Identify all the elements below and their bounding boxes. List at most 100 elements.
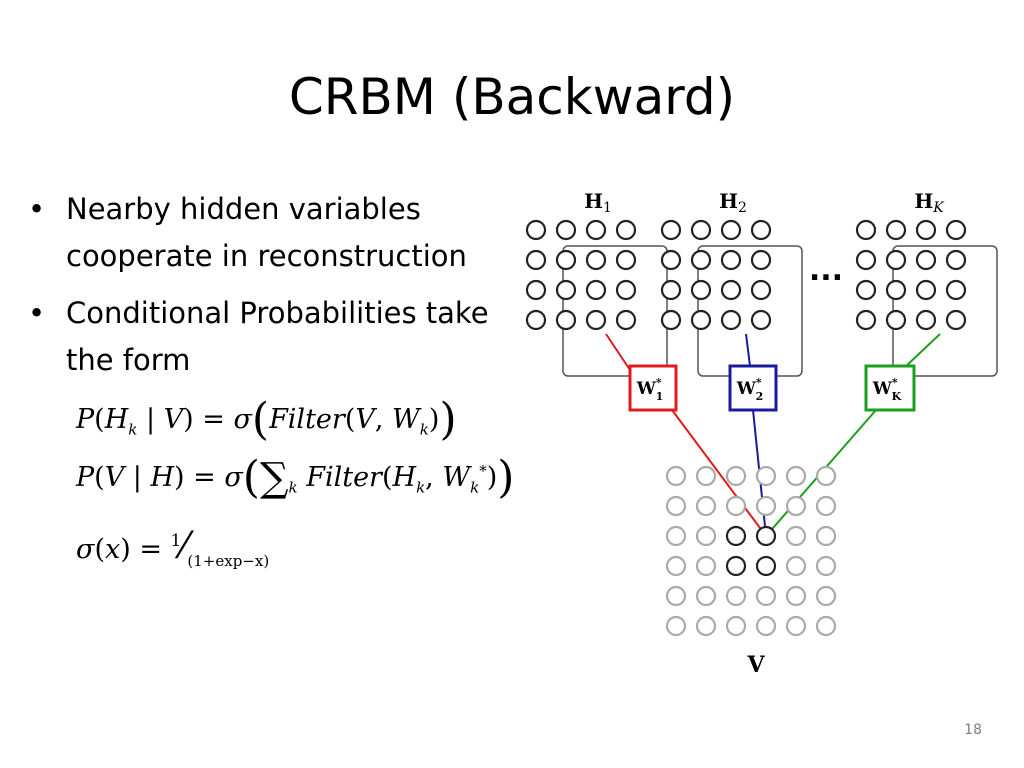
hidden-layers <box>525 219 998 377</box>
formula-symbol: σ <box>224 462 243 493</box>
hidden-unit <box>945 279 967 301</box>
formula-symbol: V <box>104 462 125 493</box>
hidden-unit <box>750 279 772 301</box>
hidden-unit <box>885 219 907 241</box>
visible-unit <box>725 465 747 487</box>
visible-unit <box>755 585 777 607</box>
hidden-group-label-k: HK <box>914 189 945 216</box>
visible-unit <box>815 495 837 517</box>
visible-unit <box>785 525 807 547</box>
hidden-unit <box>750 249 772 271</box>
hidden-unit <box>525 309 547 331</box>
visible-unit <box>695 585 717 607</box>
hidden-unit <box>555 249 577 271</box>
hidden-unit <box>855 249 877 271</box>
visible-unit <box>695 615 717 637</box>
fraction-denominator: (1+exp−x) <box>187 552 270 570</box>
visible-layer <box>665 465 837 637</box>
visible-unit <box>665 555 687 577</box>
hidden-unit <box>555 219 577 241</box>
hidden-unit <box>720 279 742 301</box>
filter-box <box>892 245 998 377</box>
ellipsis: ... <box>809 253 843 288</box>
hidden-unit <box>585 309 607 331</box>
formula-symbol: σ <box>233 404 252 435</box>
bullet-list: • Nearby hidden variables cooperate in r… <box>22 186 522 394</box>
visible-unit <box>725 495 747 517</box>
visible-unit <box>815 465 837 487</box>
visible-unit <box>725 615 747 637</box>
bullet-item: • Nearby hidden variables cooperate in r… <box>22 186 522 280</box>
visible-unit <box>785 495 807 517</box>
formula-symbol: Filter <box>306 462 382 493</box>
formula-symbol: P <box>76 462 95 493</box>
visible-unit-active <box>755 525 777 547</box>
bullet-text: Nearby hidden variables cooperate in rec… <box>66 192 467 273</box>
visible-unit-active <box>725 555 747 577</box>
hidden-unit <box>885 309 907 331</box>
sum-symbol: ∑ <box>259 455 289 501</box>
hidden-unit <box>855 309 877 331</box>
connection-line-blue <box>745 333 751 367</box>
hidden-unit <box>915 219 937 241</box>
formula-symbol: H <box>392 462 417 493</box>
hidden-group-2 <box>660 219 803 377</box>
connection-line-red <box>671 409 767 537</box>
visible-unit <box>665 585 687 607</box>
formula-symbol: V <box>355 404 375 435</box>
visible-unit <box>695 465 717 487</box>
formula-sigmoid: σ(x) = 1⁄(1+exp−x) <box>76 526 270 570</box>
visible-unit-active <box>725 525 747 547</box>
hidden-unit <box>855 219 877 241</box>
formula-symbol: H <box>104 404 129 435</box>
formula-symbol: Filter <box>269 404 345 435</box>
hidden-group-label-2: H2 <box>719 189 747 216</box>
formula-symbol: W <box>442 462 471 493</box>
hidden-unit <box>660 309 682 331</box>
formula-visible-conditional: P(V | H) = σ(∑k Filter(Hk, Wk*)) <box>76 452 515 503</box>
hidden-unit <box>750 309 772 331</box>
hidden-unit <box>885 249 907 271</box>
hidden-unit <box>660 279 682 301</box>
hidden-unit <box>915 249 937 271</box>
bullet-marker: • <box>28 296 46 330</box>
visible-unit <box>755 615 777 637</box>
hidden-unit <box>555 309 577 331</box>
hidden-group-1 <box>525 219 668 377</box>
hidden-unit <box>720 249 742 271</box>
visible-unit <box>665 525 687 547</box>
formula-symbol: x <box>104 534 121 565</box>
hidden-unit <box>525 279 547 301</box>
formula-subscript: k <box>419 420 429 439</box>
bullet-marker: • <box>28 192 46 226</box>
hidden-unit <box>555 279 577 301</box>
hidden-unit <box>615 279 637 301</box>
slide-title: CRBM (Backward) <box>288 68 736 126</box>
page-number: 18 <box>964 722 982 738</box>
hidden-unit <box>525 219 547 241</box>
hidden-unit <box>525 249 547 271</box>
visible-unit <box>785 585 807 607</box>
hidden-unit <box>690 249 712 271</box>
weight-box-2: W*2 <box>728 364 778 412</box>
formula-symbol: W <box>392 404 420 435</box>
hidden-unit <box>945 309 967 331</box>
weight-box-1: W*1 <box>628 364 678 412</box>
hidden-unit <box>945 219 967 241</box>
visible-unit <box>815 585 837 607</box>
hidden-unit <box>585 279 607 301</box>
formula-subscript: k <box>416 478 426 497</box>
visible-unit <box>665 615 687 637</box>
visible-unit-active <box>755 555 777 577</box>
visible-unit <box>785 465 807 487</box>
crbm-diagram: H1 H2 HK ... W*1 W*2 W*K V <box>525 189 998 678</box>
weight-label-k: W*K <box>872 376 902 403</box>
weight-box-k: W*K <box>864 364 916 412</box>
hidden-unit <box>945 249 967 271</box>
bullet-text: Conditional Probabilities take the form <box>66 296 489 377</box>
hidden-unit <box>720 309 742 331</box>
hidden-unit <box>585 249 607 271</box>
hidden-unit <box>750 219 772 241</box>
formula-subscript: k <box>128 420 138 439</box>
visible-unit <box>725 585 747 607</box>
